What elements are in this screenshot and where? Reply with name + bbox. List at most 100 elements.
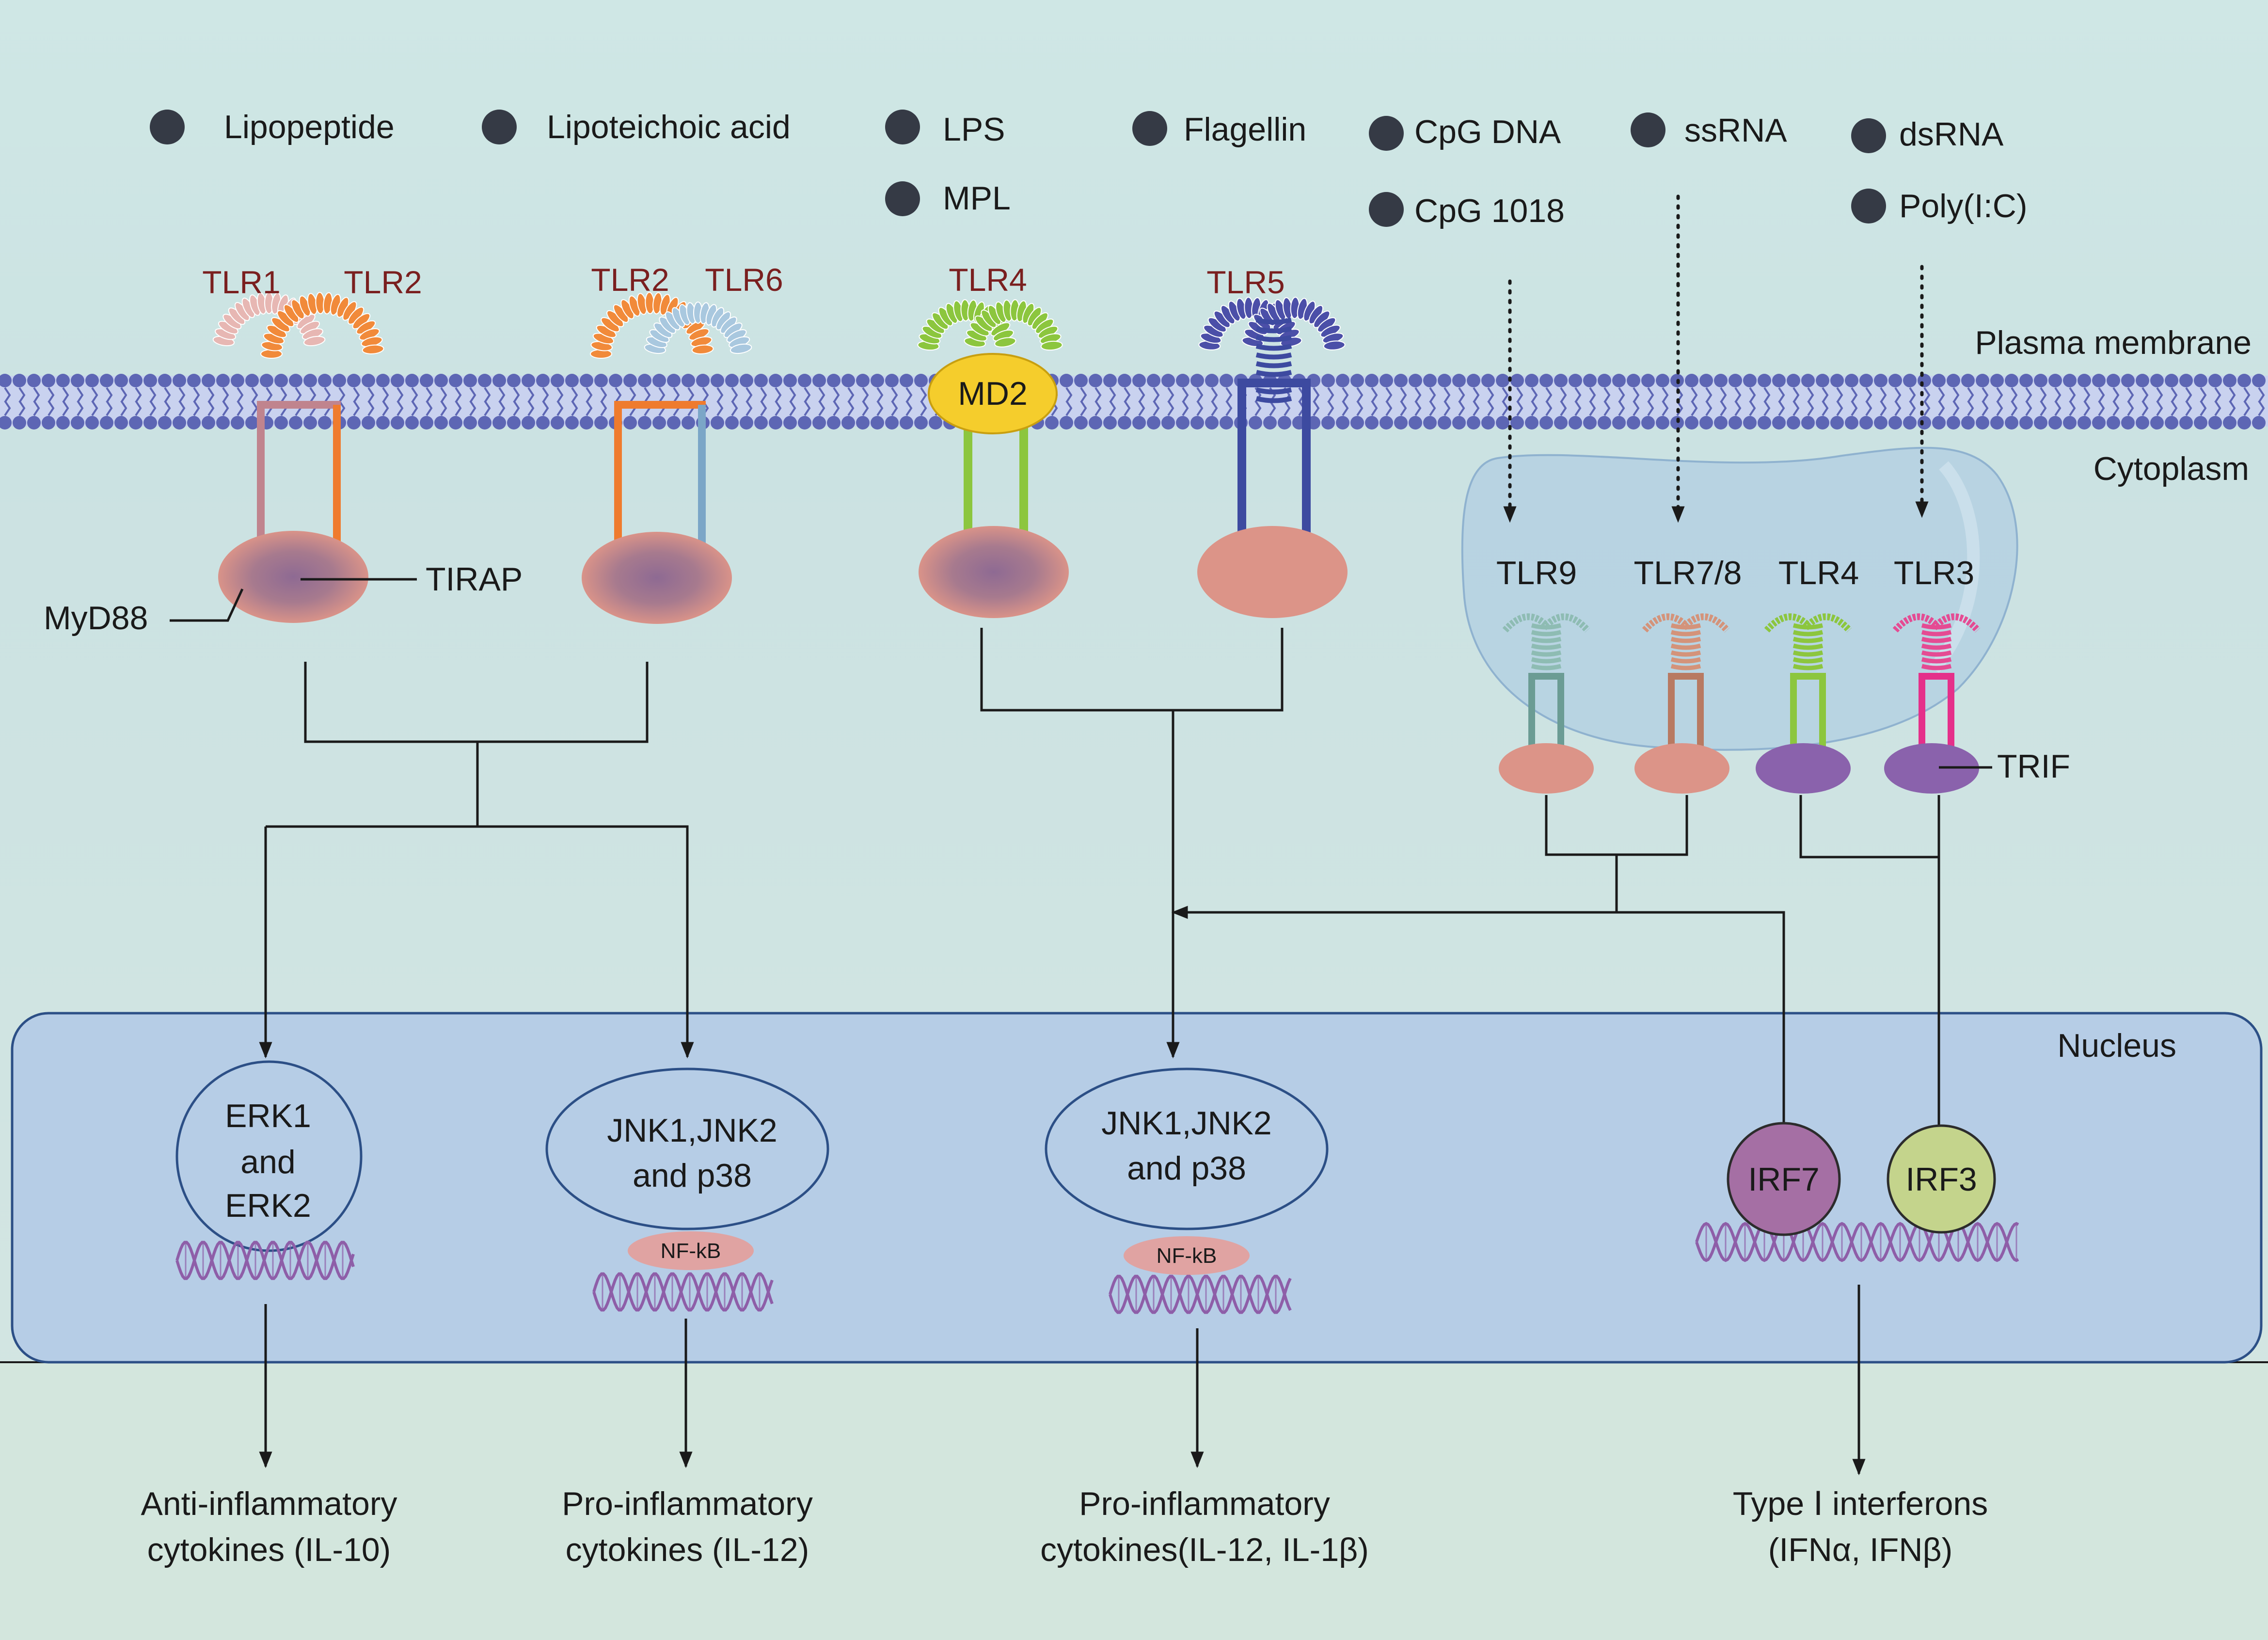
membrane-bead <box>1539 416 1553 430</box>
membrane-bead <box>376 416 390 430</box>
membrane-bead <box>1220 374 1233 387</box>
membrane-bead <box>1336 374 1349 387</box>
receptor-coil <box>260 292 384 359</box>
membrane-bead <box>2092 374 2106 387</box>
membrane-bead <box>42 416 55 430</box>
nfkb-b-label: NF-kB <box>1157 1244 1217 1268</box>
membrane-bead <box>1859 374 1873 387</box>
ligand-legend: Lipopeptide Lipoteichoic acid LPS MPL Fl… <box>150 109 2027 229</box>
membrane-bead <box>1045 416 1059 430</box>
membrane-bead <box>1220 416 1233 430</box>
membrane-bead <box>202 374 215 387</box>
membrane-bead <box>1467 374 1480 387</box>
jnk-circle-a <box>545 1067 829 1230</box>
membrane-bead <box>1496 416 1509 430</box>
membrane-bead <box>318 374 332 387</box>
membrane-bead <box>463 374 477 387</box>
membrane-bead <box>1903 374 1917 387</box>
tirap-label: TIRAP <box>426 561 523 598</box>
membrane-bead <box>1539 374 1553 387</box>
membrane-bead <box>158 416 172 430</box>
jnk-b-line1: JNK1,JNK2 <box>1101 1105 1271 1142</box>
membrane-bead <box>56 416 70 430</box>
endosome <box>1461 446 2018 751</box>
membrane-bead <box>507 416 521 430</box>
membrane-bead <box>100 374 113 387</box>
membrane-bead <box>652 374 666 387</box>
membrane-bead <box>1729 374 1742 387</box>
membrane-bead <box>1176 374 1190 387</box>
membrane-bead <box>1627 416 1640 430</box>
membrane-bead <box>216 416 230 430</box>
membrane-bead <box>638 374 651 387</box>
membrane-bead <box>2136 374 2149 387</box>
membrane-bead <box>143 416 157 430</box>
membrane-bead <box>478 416 492 430</box>
membrane-bead <box>580 374 593 387</box>
membrane-bead <box>143 374 157 387</box>
pro-inflammatory-a-line1: Pro-inflammatory <box>562 1485 813 1522</box>
endosome-highlight <box>1929 461 1980 673</box>
tlr4-endo-label: TLR4 <box>1778 555 1859 591</box>
membrane-bead <box>1758 374 1771 387</box>
membrane-bead <box>2078 374 2091 387</box>
membrane-bead <box>1510 416 1524 430</box>
membrane-bead <box>783 416 797 430</box>
membrane-bead <box>2179 416 2193 430</box>
membrane-bead <box>565 416 579 430</box>
membrane-bead <box>2165 374 2178 387</box>
membrane-bead <box>1801 416 1815 430</box>
membrane-bead <box>71 416 84 430</box>
membrane-bead <box>27 374 41 387</box>
membrane-bead <box>914 374 928 387</box>
membrane-bead <box>841 374 855 387</box>
membrane-bead <box>551 416 564 430</box>
membrane-bead <box>1467 416 1480 430</box>
irf3-label: IRF3 <box>1905 1161 1977 1198</box>
membrane-bead <box>1772 416 1786 430</box>
plasma-membrane-label: Plasma membrane <box>1975 324 2252 361</box>
membrane-bead <box>2121 374 2135 387</box>
dna-helix <box>1109 1274 1292 1314</box>
membrane-bead <box>2005 374 2018 387</box>
tlr78-label: TLR7/8 <box>1634 555 1742 591</box>
ssrna-dot <box>1631 112 1665 147</box>
myd88-leader-line <box>170 588 244 622</box>
membrane-bead <box>231 374 244 387</box>
membrane-bead <box>1147 374 1160 387</box>
membrane-bead <box>2092 416 2106 430</box>
membrane-bead <box>841 416 855 430</box>
flagellin-dot <box>1132 111 1167 146</box>
membrane-bead <box>202 416 215 430</box>
nfkb-a <box>628 1231 754 1270</box>
membrane-bead <box>1787 374 1800 387</box>
dsrna-label: dsRNA <box>1899 116 2004 153</box>
membrane-bead <box>420 416 433 430</box>
membrane-bead <box>1685 374 1698 387</box>
membrane-bead <box>1932 374 1946 387</box>
membrane-bead <box>1830 374 1844 387</box>
lipoteichoic-label: Lipoteichoic acid <box>547 109 791 145</box>
md2-protein <box>928 353 1058 434</box>
membrane-bead <box>2150 416 2164 430</box>
membrane-bead <box>652 416 666 430</box>
membrane-bead <box>1074 374 1088 387</box>
membrane-bead <box>1525 374 1538 387</box>
membrane-bead <box>245 416 259 430</box>
membrane-bead <box>1758 416 1771 430</box>
membrane-bead <box>1060 416 1073 430</box>
membrane-bead <box>1612 416 1626 430</box>
membrane-bead <box>551 374 564 387</box>
membrane-bead <box>827 374 841 387</box>
membrane-bead <box>2208 416 2222 430</box>
membrane-bead <box>536 374 550 387</box>
membrane-bead <box>638 416 651 430</box>
membrane-bead <box>216 374 230 387</box>
poly-ic-dot <box>1851 189 1886 223</box>
membrane-bead <box>1321 374 1335 387</box>
membrane-bead <box>391 374 404 387</box>
membrane-bead <box>2121 416 2135 430</box>
membrane-bead <box>740 416 753 430</box>
membrane-bead <box>56 374 70 387</box>
membrane-bead <box>1903 416 1917 430</box>
